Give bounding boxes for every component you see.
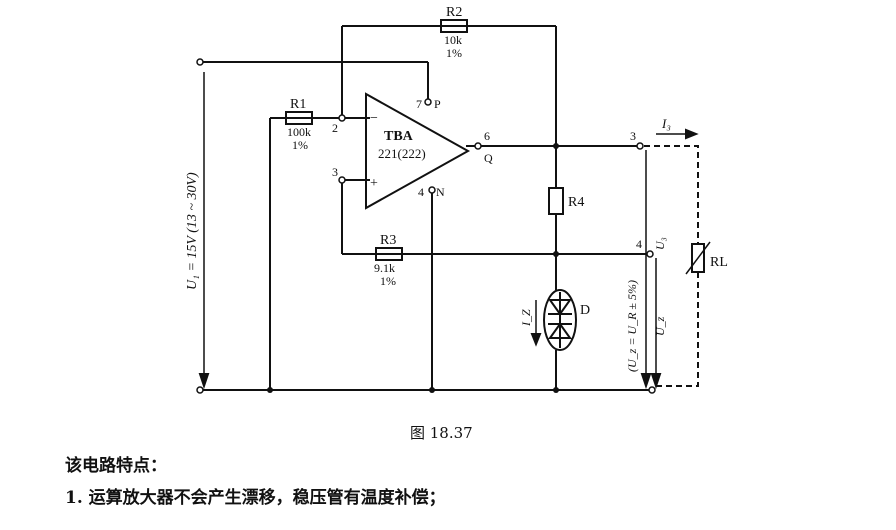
current-iz: I_Z (519, 309, 533, 327)
figure-caption: 图 18.37 (410, 424, 473, 442)
opamp-plus: + (370, 176, 378, 191)
i3-arrowhead (685, 128, 699, 140)
supply-label: U₁ = 15V (13 ~ 30V) (185, 172, 200, 290)
u3-arrowhead (640, 373, 652, 390)
pin7-terminal (424, 98, 432, 106)
r2-tol: 1% (446, 46, 462, 60)
pin7-label: 7 (416, 97, 422, 111)
r3-name: R3 (380, 233, 396, 248)
diode-name: D (580, 303, 590, 318)
opamp-triangle (365, 92, 471, 210)
terminal-3-label: 3 (630, 129, 636, 143)
r3-tol: 1% (380, 274, 396, 288)
load-variable-arrow (685, 241, 711, 275)
r2-value: 10k (444, 33, 462, 47)
opamp-minus: − (370, 111, 378, 126)
uz-label: U_z (653, 316, 667, 336)
r2-resistor (440, 19, 468, 33)
pin4-terminal (428, 186, 436, 194)
supply-plus-terminal (196, 58, 204, 66)
r3-resistor (375, 247, 403, 261)
load-name: RL (710, 255, 728, 270)
u3-label: U₃ (653, 237, 667, 250)
junction-ground-d (553, 387, 559, 393)
note-item-1: 1. 运算放大器不会产生漂移，稳压管有温度补偿； (65, 488, 446, 508)
pin3-terminal (338, 176, 346, 184)
r1-name: R1 (290, 97, 306, 112)
r4-resistor (548, 187, 564, 215)
r2-name: R2 (446, 5, 462, 20)
r1-tol: 1% (292, 138, 308, 152)
ground-terminal (648, 386, 656, 394)
opamp-name: TBA (384, 129, 414, 144)
pin6-label: 6 (484, 129, 490, 143)
note-heading: 该电路特点： (65, 456, 167, 476)
current-i3: I₃ (661, 116, 671, 131)
pin-q-label: Q (484, 151, 493, 165)
pin-p-label: P (434, 97, 441, 111)
supply-minus-terminal (196, 386, 204, 394)
uz-arrowhead (650, 373, 662, 390)
pin-n-label: N (436, 185, 445, 199)
output-terminal-4 (646, 250, 654, 258)
r3-value: 9.1k (374, 261, 395, 275)
circuit-diagram: R2 10k 1% R1 100k 1% R3 9.1k 1% R4 D RL … (185, 5, 728, 394)
pin4-label: 4 (418, 185, 424, 199)
r1-resistor (285, 111, 313, 125)
supply-arrowhead (198, 373, 210, 390)
uz-formula: (U_z = U_R ± 5%) (625, 280, 639, 372)
load-dashed-loop (644, 145, 699, 387)
pin6-terminal (474, 142, 482, 150)
zener-triangle-top (548, 299, 572, 316)
iz-arrowhead (530, 333, 542, 347)
opamp-model: 221(222) (378, 146, 426, 161)
junction-r3 (553, 251, 559, 257)
pin3-label: 3 (332, 165, 338, 179)
pin2-label: 2 (332, 121, 338, 135)
junction-ground-n (429, 387, 435, 393)
r4-name: R4 (568, 195, 584, 210)
zener-diode-body (543, 289, 577, 351)
junction-output (553, 143, 559, 149)
pin2-terminal (338, 114, 346, 122)
r1-value: 100k (287, 125, 311, 139)
zener-triangle-bottom (548, 322, 572, 339)
output-terminal-3 (636, 142, 644, 150)
junction-ground-r1 (267, 387, 273, 393)
terminal-4-label: 4 (636, 237, 642, 251)
